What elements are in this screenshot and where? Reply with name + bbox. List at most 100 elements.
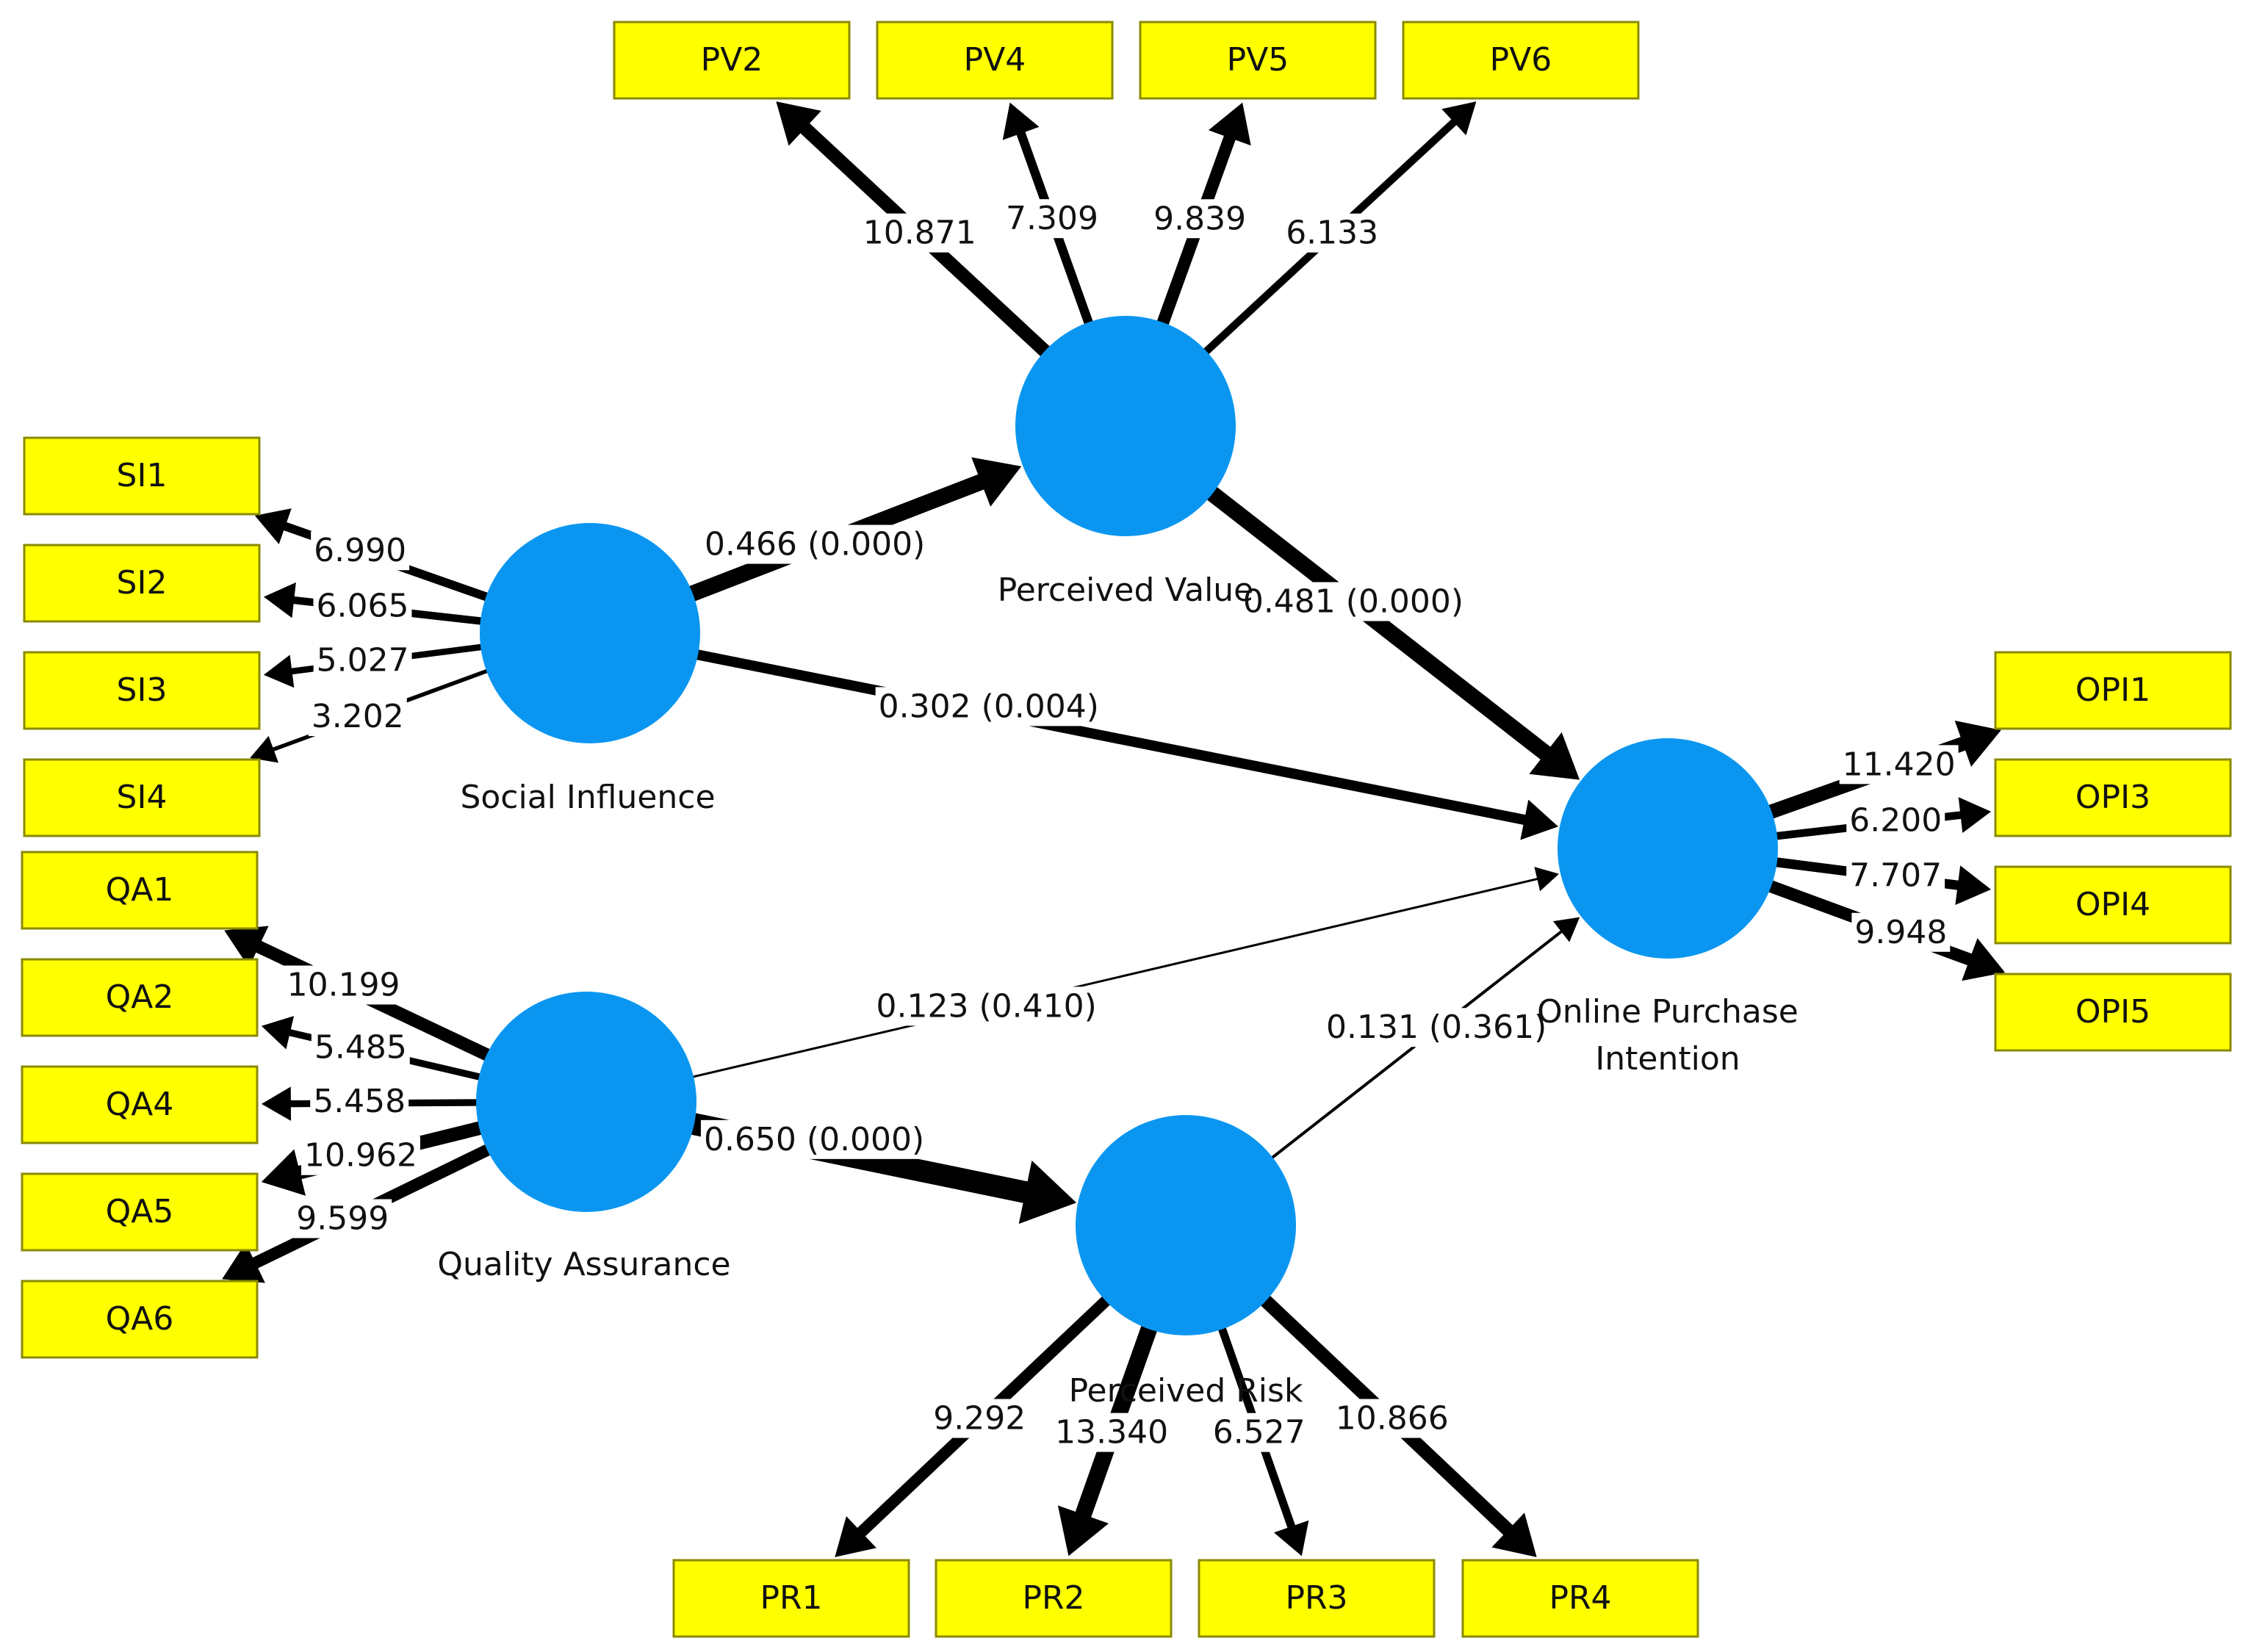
loading-value-si3: 5.027 xyxy=(317,642,409,679)
loading-value-opi1: 11.420 xyxy=(1843,746,1956,783)
perceived-value-construct[interactable] xyxy=(1015,316,1236,536)
path-coefficient-pr-opi: 0.131 (0.361) xyxy=(1326,1009,1547,1046)
indicator-box-qa1 xyxy=(21,851,259,930)
loading-value-pv6: 6.133 xyxy=(1286,214,1378,252)
indicator-box-opi5 xyxy=(1994,973,2232,1052)
indicator-label-opi5: OPI5 xyxy=(2075,993,2150,1031)
loading-value-pr4: 10.866 xyxy=(1336,1400,1449,1438)
indicator-pv5[interactable]: PV5 xyxy=(1139,21,1377,100)
indicator-si1[interactable]: SI1 xyxy=(23,436,261,516)
loading-arrow-opi4-arrowhead xyxy=(1955,865,1992,906)
loading-value-si1-bg xyxy=(311,531,410,571)
loading-value-opi4-bg xyxy=(1846,856,1945,895)
indicator-box-qa5 xyxy=(21,1172,259,1252)
indicator-box-si3 xyxy=(23,651,261,730)
loading-arrow-si3-arrowhead xyxy=(263,654,295,688)
loading-arrow-pv6-arrowhead xyxy=(1441,101,1477,136)
loading-value-opi5-bg xyxy=(1851,912,1951,952)
indicator-box-qa6 xyxy=(21,1280,259,1359)
indicator-qa5[interactable]: QA5 xyxy=(21,1172,259,1252)
loading-value-opi5: 9.948 xyxy=(1854,914,1947,951)
indicator-opi5[interactable]: OPI5 xyxy=(1994,973,2232,1052)
indicator-qa4[interactable]: QA4 xyxy=(21,1065,259,1144)
path-coefficient-si-opi-group: 0.302 (0.004) xyxy=(875,687,1102,726)
loading-value-qa1-bg xyxy=(284,965,403,1005)
social-influence-construct[interactable] xyxy=(480,523,700,743)
loading-arrow-qa6-arrowhead xyxy=(222,1243,265,1283)
loading-value-pr3-bg xyxy=(1209,1413,1308,1452)
indicator-label-pv2: PV2 xyxy=(701,41,763,79)
indicator-label-opi1: OPI1 xyxy=(2075,671,2150,709)
indicator-opi1[interactable]: OPI1 xyxy=(1994,651,2232,730)
indicator-pr4[interactable]: PR4 xyxy=(1461,1559,1699,1638)
indicator-label-pr1: PR1 xyxy=(760,1579,822,1617)
path-coefficient-si-opi: 0.302 (0.004) xyxy=(879,688,1099,725)
loading-value-qa5-group: 10.962 xyxy=(301,1136,421,1175)
loading-value-si4-group: 3.202 xyxy=(308,697,407,737)
indicator-qa6[interactable]: QA6 xyxy=(21,1280,259,1359)
loading-value-qa1-group: 10.199 xyxy=(284,965,403,1005)
indicator-box-pv2 xyxy=(613,21,851,100)
indicator-pr2[interactable]: PR2 xyxy=(935,1559,1173,1638)
indicator-si3[interactable]: SI3 xyxy=(23,651,261,730)
loading-value-pr3: 6.527 xyxy=(1213,1414,1306,1451)
loading-value-qa5: 10.962 xyxy=(304,1137,417,1175)
indicator-box-pv6 xyxy=(1402,21,1640,100)
path-arrow-pr-opi-arrowhead xyxy=(1552,917,1580,942)
indicator-label-qa2: QA2 xyxy=(106,978,174,1016)
indicator-box-pr3 xyxy=(1198,1559,1436,1638)
perceived-risk-construct[interactable] xyxy=(1076,1115,1296,1335)
loading-value-pv2: 10.871 xyxy=(863,214,976,252)
indicator-pv6[interactable]: PV6 xyxy=(1402,21,1640,100)
loading-arrow-qa4-arrowhead xyxy=(261,1086,292,1121)
online-purchase-intention-construct[interactable] xyxy=(1558,738,1778,959)
loading-value-opi3: 6.200 xyxy=(1849,802,1942,840)
indicator-si4[interactable]: SI4 xyxy=(23,758,261,837)
path-coefficient-si-pv-group: 0.466 (0.000) xyxy=(702,524,929,564)
loading-arrow-si4-arrowhead xyxy=(250,735,279,763)
indicator-opi3[interactable]: OPI3 xyxy=(1994,758,2232,837)
loading-value-pv6-bg xyxy=(1283,213,1382,253)
loading-arrow-si1-arrowhead xyxy=(254,508,292,544)
loading-value-pr4-bg xyxy=(1332,1399,1452,1438)
path-coefficient-si-pv: 0.466 (0.000) xyxy=(705,526,925,563)
loading-value-si2: 6.065 xyxy=(316,587,408,624)
perceived-risk-label: Perceived Risk xyxy=(1069,1372,1303,1410)
loading-value-qa5-bg xyxy=(301,1136,421,1175)
social-influence-label: Social Influence xyxy=(460,779,715,816)
loading-arrow-pr1-arrowhead xyxy=(835,1516,876,1557)
indicator-si2[interactable]: SI2 xyxy=(23,544,261,623)
loading-arrow-qa5-arrowhead xyxy=(261,1149,306,1196)
indicator-box-qa4 xyxy=(21,1065,259,1144)
indicator-qa2[interactable]: QA2 xyxy=(21,958,259,1037)
indicator-pv4[interactable]: PV4 xyxy=(876,21,1114,100)
indicator-pr3[interactable]: PR3 xyxy=(1198,1559,1436,1638)
indicator-label-opi3: OPI3 xyxy=(2075,779,2150,816)
path-arrow-si-pv-arrowhead xyxy=(971,457,1022,507)
loading-value-si2-group: 6.065 xyxy=(313,586,412,626)
loading-value-qa6-group: 9.599 xyxy=(293,1199,392,1238)
indicator-label-pv4: PV4 xyxy=(964,41,1026,79)
loading-value-pr1-group: 9.292 xyxy=(930,1399,1029,1438)
path-coefficient-pv-opi: 0.481 (0.000) xyxy=(1243,583,1463,621)
indicator-qa1[interactable]: QA1 xyxy=(21,851,259,930)
indicator-box-pr4 xyxy=(1461,1559,1699,1638)
indicator-box-opi4 xyxy=(1994,865,2232,945)
loading-value-pv4: 7.309 xyxy=(1006,200,1098,237)
indicator-pr1[interactable]: PR1 xyxy=(672,1559,910,1638)
path-coefficient-qa-pr-bg xyxy=(700,1119,928,1159)
indicator-opi4[interactable]: OPI4 xyxy=(1994,865,2232,945)
indicator-pv2[interactable]: PV2 xyxy=(613,21,851,100)
indicator-label-pr4: PR4 xyxy=(1549,1579,1611,1617)
quality-assurance-construct[interactable] xyxy=(476,992,696,1212)
loading-value-si2-bg xyxy=(313,586,412,626)
loading-arrow-qa2-arrowhead xyxy=(261,1016,295,1050)
indicator-label-si2: SI2 xyxy=(117,564,168,602)
loading-value-pv4-group: 7.309 xyxy=(1002,199,1101,239)
loading-value-qa6: 9.599 xyxy=(296,1200,389,1238)
path-coefficient-pr-opi-bg xyxy=(1322,1008,1550,1047)
loading-value-opi4-group: 7.707 xyxy=(1846,856,1945,895)
indicator-box-opi1 xyxy=(1994,651,2232,730)
